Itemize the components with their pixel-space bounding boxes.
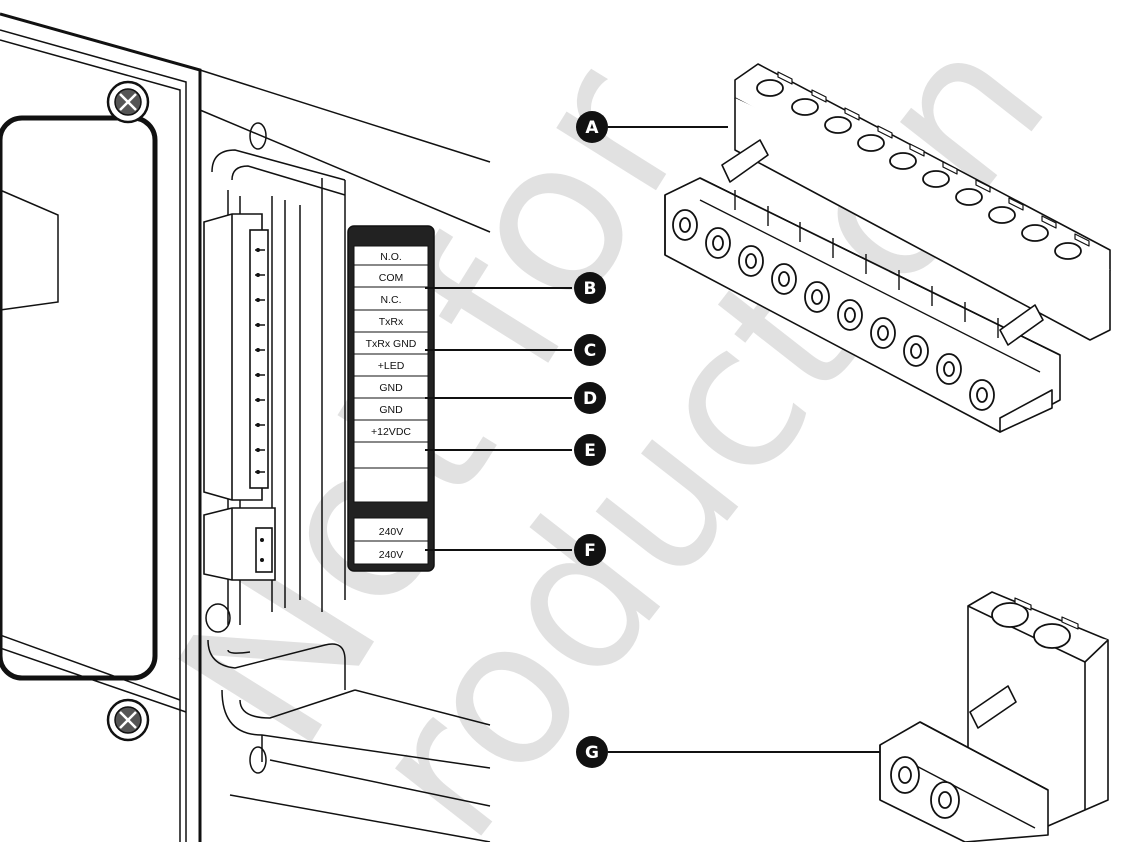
callout-g: G: [576, 736, 608, 768]
callout-b-text: B: [584, 279, 597, 299]
label-led: +LED: [378, 360, 405, 372]
callout-g-text: G: [585, 743, 599, 763]
callout-d-text: D: [583, 389, 597, 409]
callout-a: A: [576, 111, 608, 143]
screw-bottom: [106, 698, 150, 742]
label-txrx-gnd: TxRx GND: [366, 338, 417, 350]
terminal-block-10-pin: [664, 63, 1111, 433]
callout-c: C: [574, 334, 606, 366]
callout-b: B: [574, 272, 606, 304]
callout-d: D: [574, 382, 606, 414]
callout-a-text: A: [585, 118, 599, 138]
label-12vdc: +12VDC: [371, 426, 411, 438]
label-no: N.O.: [380, 251, 402, 263]
label-gnd-2: GND: [379, 404, 403, 416]
pin-header-large: [203, 213, 269, 501]
label-nc: N.C.: [381, 294, 402, 306]
screw-top: [106, 80, 150, 124]
label-gnd-1: GND: [379, 382, 403, 394]
label-240v-1: 240V: [379, 526, 404, 538]
callout-f-text: F: [584, 541, 596, 561]
callout-c-text: C: [584, 341, 596, 361]
label-txrx: TxRx: [379, 316, 404, 328]
terminal-label-strip: N.O. COM N.C. TxRx TxRx GND +LED GND GND…: [347, 225, 435, 572]
leader-lines: [425, 126, 880, 753]
callout-f: F: [574, 534, 606, 566]
terminal-block-2-pin: [879, 591, 1109, 842]
callout-e: E: [574, 434, 606, 466]
pin-header-small: [203, 507, 276, 581]
label-240v-2: 240V: [379, 549, 404, 561]
callout-e-text: E: [584, 441, 596, 461]
label-com: COM: [379, 272, 404, 284]
